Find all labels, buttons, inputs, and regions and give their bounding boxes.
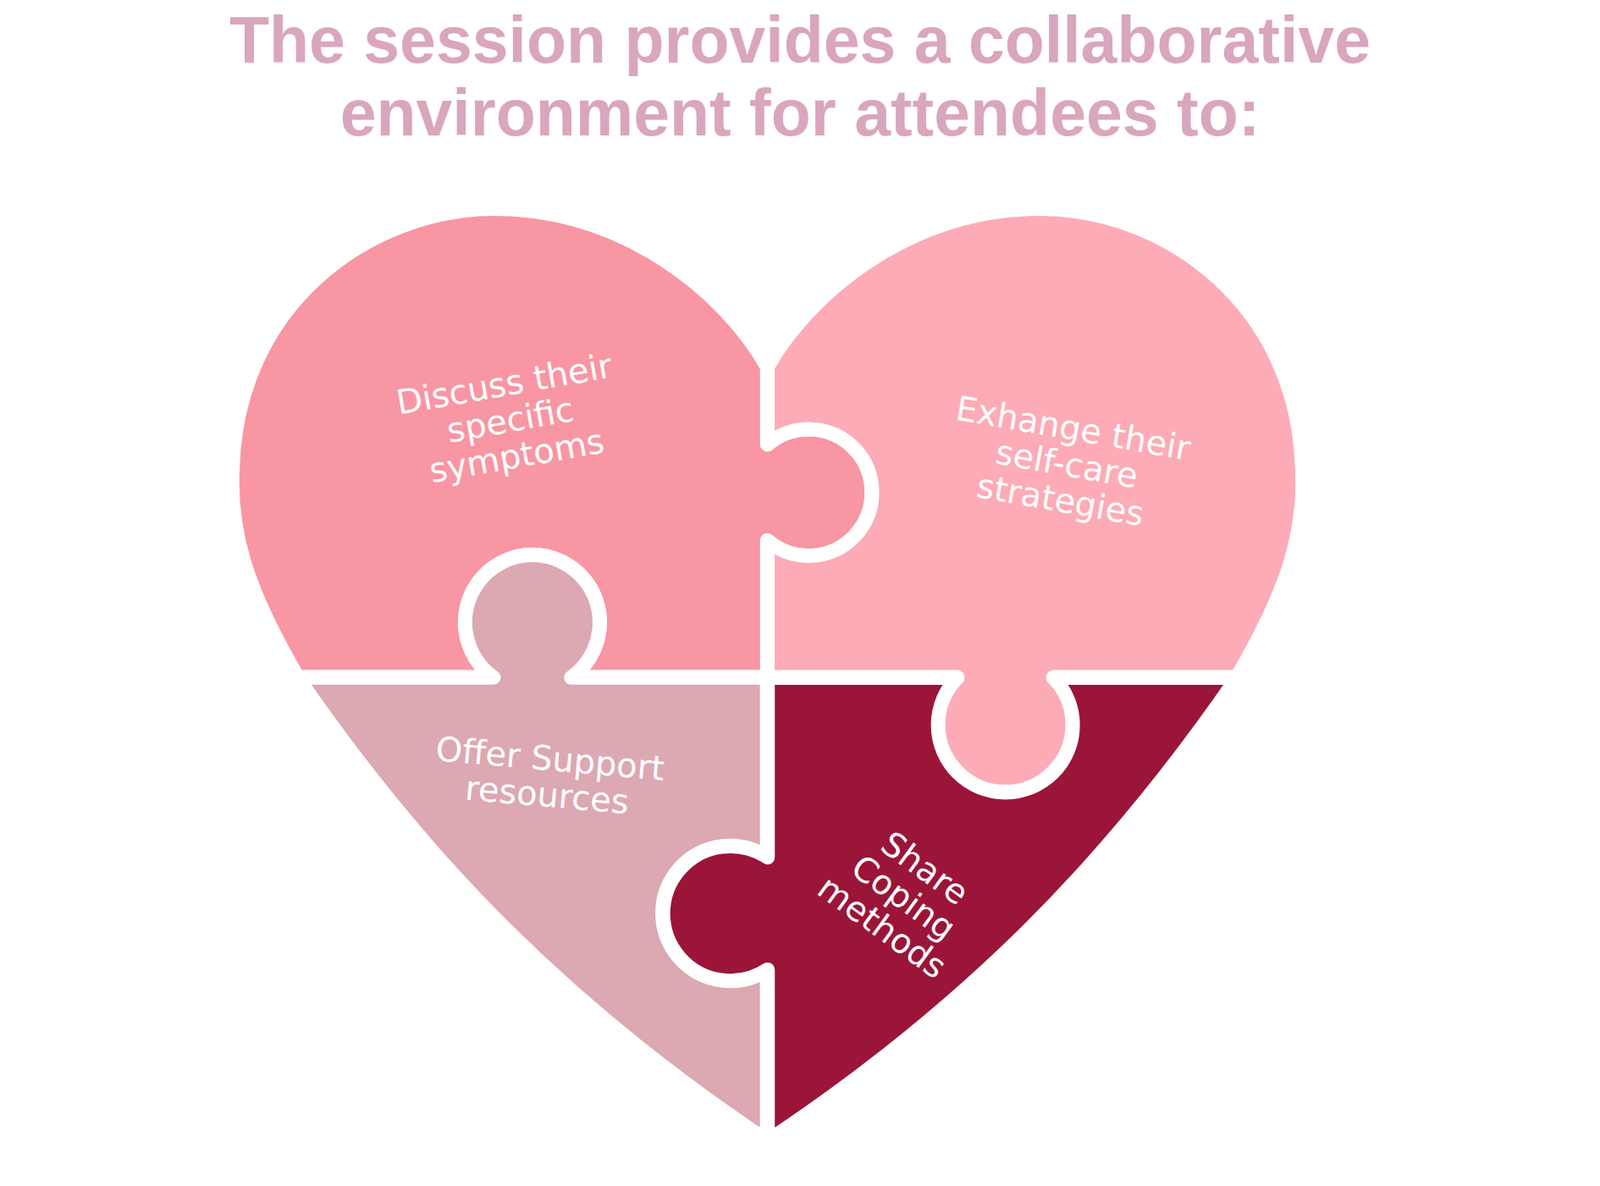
piece-outline: [662, 677, 1237, 1141]
puzzle-piece: Share Coping methods: [654, 669, 1246, 1150]
diagram-title: The session provides a collaborative env…: [80, 3, 1520, 149]
